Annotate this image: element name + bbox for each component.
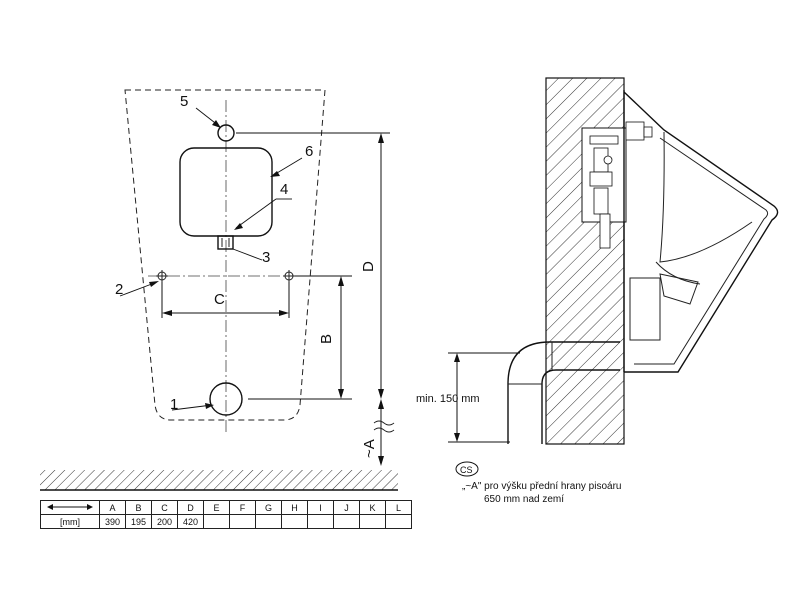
callout-1: 1 [170, 396, 214, 413]
callout-6: 6 [270, 143, 313, 177]
table-value-cell: 420 [177, 514, 204, 529]
table-value-cell: 390 [99, 514, 126, 529]
dim-d-label: D [360, 261, 377, 272]
lang-badge: CS [460, 465, 473, 475]
table-header-cell: L [385, 500, 412, 515]
table-header-cell: K [359, 500, 386, 515]
table-header-cell: C [151, 500, 178, 515]
floor [40, 470, 398, 491]
table-unit-cell: [mm] [40, 514, 100, 529]
table-header-row: A B C D E F G H I J K L [40, 500, 412, 515]
table-value-cell: 200 [151, 514, 178, 529]
callout-4: 4 [234, 181, 292, 230]
dim-b-label: B [318, 334, 335, 344]
table-value-cell [333, 514, 360, 529]
callout-2: 2 [115, 281, 159, 298]
table-header-cell: G [255, 500, 282, 515]
dimension-min-150: min. 150 mm [416, 352, 520, 443]
callout-3: 3 [232, 248, 270, 266]
dim-c-label: C [214, 291, 225, 308]
front-view: C B D ~A [115, 89, 395, 466]
fixing-hole-left [156, 270, 168, 282]
table-header-cell: A [99, 500, 126, 515]
urinal-body [623, 91, 779, 373]
min-150-label: min. 150 mm [416, 393, 480, 405]
dimension-table: A B C D E F G H I J K L [mm] 390 195 200… [40, 500, 412, 529]
callout-2-label: 2 [115, 281, 123, 298]
table-value-cell [281, 514, 308, 529]
table-header-cell: D [177, 500, 204, 515]
note-line-1: „~A" pro výšku přední hrany pisoáru [462, 481, 621, 492]
table-header-arrow-cell [40, 500, 100, 515]
fixing-hole-right [283, 270, 295, 282]
urinal-outline [124, 89, 326, 421]
table-value-cell [385, 514, 412, 529]
table-value-cell [203, 514, 230, 529]
dimension-b: B [248, 275, 352, 400]
dimension-c: C [161, 282, 290, 318]
dimension-a: ~A [361, 399, 395, 466]
table-header-cell: F [229, 500, 256, 515]
note-line-2: 650 mm nad zemí [484, 494, 564, 505]
table-header-cell: B [125, 500, 152, 515]
sensor-block [217, 235, 234, 250]
lang-badge-ellipse [455, 461, 479, 477]
callout-1-label: 1 [170, 396, 178, 413]
table-header-cell: I [307, 500, 334, 515]
table-header-cell: E [203, 500, 230, 515]
table-header-cell: H [281, 500, 308, 515]
table-value-cell [255, 514, 282, 529]
callout-3-label: 3 [262, 249, 270, 266]
water-inlet-circle [217, 124, 235, 142]
table-value-cell [359, 514, 386, 529]
table-header-cell: J [333, 500, 360, 515]
language-note: CS „~A" pro výšku přední hrany pisoáru 6… [455, 461, 621, 505]
side-view: min. 150 mm [416, 77, 779, 445]
drain-outlet-circle [209, 382, 243, 416]
dim-a-label: ~A [361, 439, 378, 458]
callout-6-label: 6 [305, 143, 313, 160]
table-value-cell [307, 514, 334, 529]
table-value-cell [229, 514, 256, 529]
callout-5: 5 [180, 93, 221, 128]
table-value-cell: 195 [125, 514, 152, 529]
callout-4-label: 4 [280, 181, 288, 198]
double-arrow-icon [47, 503, 93, 510]
dimension-d: D [236, 132, 390, 399]
table-row: [mm] 390 195 200 420 [40, 514, 412, 529]
callout-5-label: 5 [180, 93, 188, 110]
